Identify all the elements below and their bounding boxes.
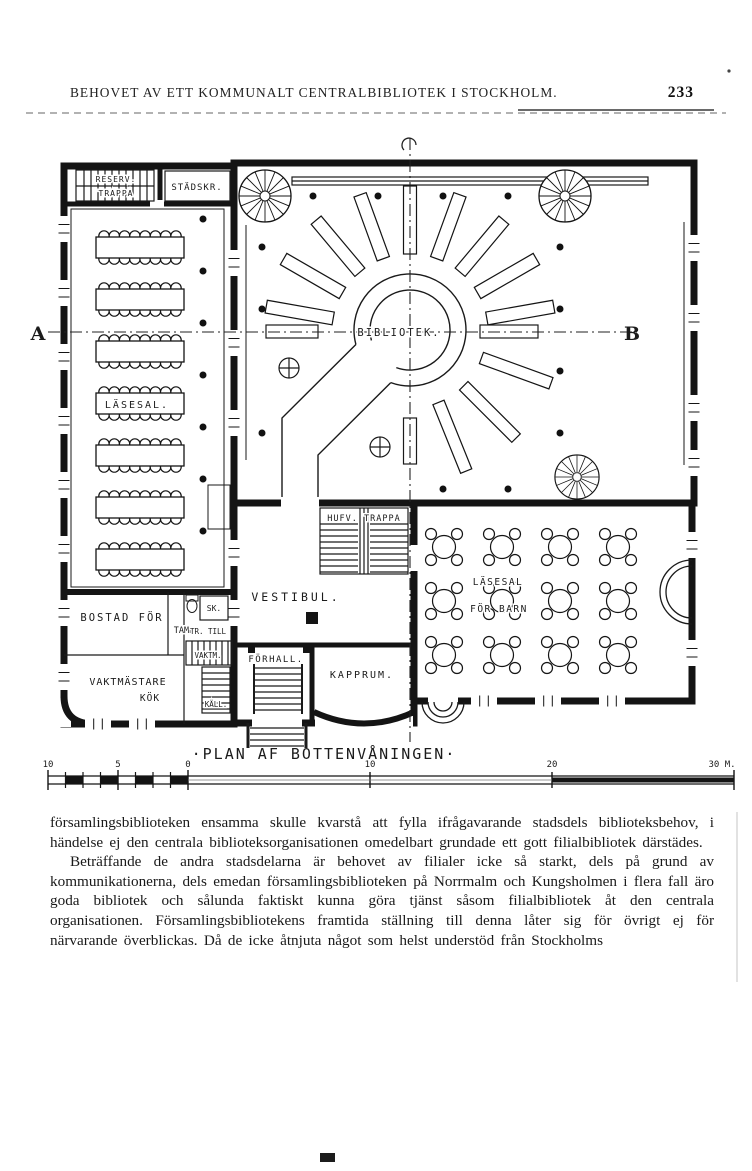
running-title: BEHOVET AV ETT KOMMUNALT CENTRALBIBLIOTE… <box>70 85 558 100</box>
room-labels: RESERV. TRAPPA STÄDSKR. LÄSESAL. BIBLIOT… <box>30 174 640 711</box>
scale-tick-label: 10 <box>365 760 376 770</box>
room-label-reserv: RESERV. <box>96 175 137 184</box>
room-label-lasesal-barn-2: FÖR BARN <box>470 604 528 615</box>
room-label-tr-till: TR. TILL <box>190 627 227 636</box>
page-header: BEHOVET AV ETT KOMMUNALT CENTRALBIBLIOTE… <box>0 84 752 102</box>
room-label-vaktm: VAKTM. <box>194 651 221 660</box>
paragraph: Beträffande de andra stadsdelarna är beh… <box>50 853 714 949</box>
interior-structure <box>64 169 693 748</box>
scale-tick-label: 30 M. <box>708 760 735 770</box>
children-room-tables <box>424 527 638 675</box>
room-label-kallare: KÄLL. <box>205 700 228 709</box>
section-marker-a: A <box>30 323 46 345</box>
structural-columns <box>199 192 564 535</box>
section-marker-b: B <box>624 323 640 345</box>
scale-tick-label: 10 <box>43 760 54 770</box>
room-label-stadskr: STÄDSKR. <box>171 182 222 193</box>
room-label-trappa: TRAPPA <box>99 189 134 198</box>
room-label-kok: KÖK <box>140 693 160 704</box>
room-label-hufv-trappa: HUFV. TRAPPA <box>327 514 400 524</box>
scale-tick-label: 20 <box>547 760 558 770</box>
flag-hook-symbol <box>401 137 417 151</box>
plan-caption: ·PLAN AF BOTTENVÅNINGEN· <box>192 744 457 763</box>
page-number: 233 <box>667 84 694 101</box>
black-posts <box>248 612 318 653</box>
scale-tick-label: 5 <box>115 760 120 770</box>
room-label-forhall: FÖRHALL. <box>248 654 303 665</box>
scale-bar: 10 5 0 10 20 30 M. <box>43 760 736 790</box>
room-label-sk: SK. <box>207 604 221 613</box>
room-label-bibliotek: BIBLIOTEK. <box>357 327 440 339</box>
scan-artifacts <box>320 69 738 1162</box>
room-label-vaktmastare: VAKTMÄSTARE <box>89 675 166 688</box>
room-label-lasesal: LÄSESAL. <box>105 398 169 411</box>
header-rule <box>26 109 726 114</box>
room-label-vestibul: VESTIBUL. <box>251 590 340 604</box>
paragraph: församlingsbiblioteken ensamma skulle kv… <box>50 814 714 851</box>
room-label-tamb: TAMB <box>174 626 194 636</box>
scale-tick-label: 0 <box>185 760 190 770</box>
room-label-bostad-for: BOSTAD FÖR <box>80 611 163 624</box>
body-text: församlingsbiblioteken ensamma skulle kv… <box>50 813 714 950</box>
room-label-kapprum: KAPPRUM. <box>330 670 394 681</box>
room-label-lasesal-barn-1: LÄSESAL <box>473 577 524 588</box>
section-lines <box>48 138 637 742</box>
